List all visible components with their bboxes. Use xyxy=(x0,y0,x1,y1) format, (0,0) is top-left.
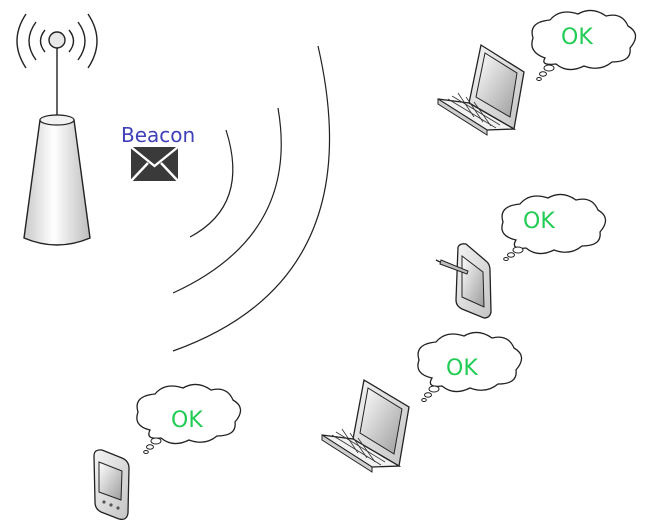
speech-bubble: OK xyxy=(417,331,523,402)
status-ok-label: OK xyxy=(561,25,593,50)
status-ok-label: OK xyxy=(171,408,203,433)
laptop-icon xyxy=(437,43,525,136)
broadcast-waves xyxy=(172,45,330,352)
envelope-icon xyxy=(130,146,179,182)
status-ok-label: OK xyxy=(446,356,478,381)
broadcast-wave-3 xyxy=(172,45,330,352)
beacon-label: Beacon xyxy=(121,123,195,147)
tablet-with-stylus-icon xyxy=(435,243,492,319)
broadcast-wave-2 xyxy=(172,107,282,294)
client-pda: OK xyxy=(93,383,242,521)
laptop-icon xyxy=(321,378,410,473)
client-laptop-top: OK xyxy=(437,9,637,136)
client-laptop-middle: OK xyxy=(321,331,523,473)
pda-handheld-icon xyxy=(93,449,130,521)
speech-bubble: OK xyxy=(531,9,637,81)
antenna-radio-waves xyxy=(16,13,98,69)
speech-bubble: OK xyxy=(136,383,242,454)
broadcast-wave-1 xyxy=(189,129,234,238)
access-point-antenna-icon xyxy=(16,13,98,246)
speech-bubble: OK xyxy=(501,193,607,261)
client-tablet: OK xyxy=(435,193,607,319)
status-ok-label: OK xyxy=(523,209,555,234)
